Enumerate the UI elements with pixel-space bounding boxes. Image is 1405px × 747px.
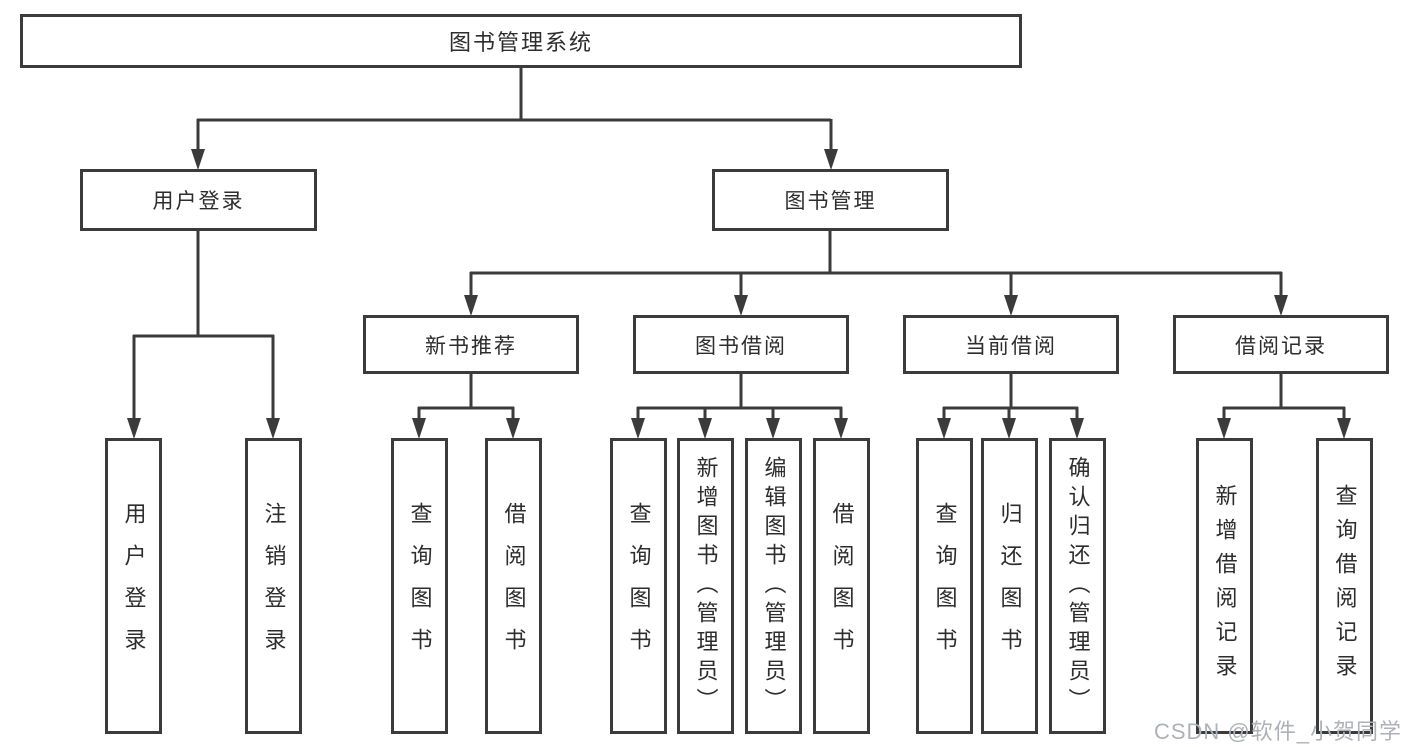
connector-new-book-branch (412, 374, 520, 439)
node-label: 借阅图书 (829, 502, 855, 670)
node-label: 注销登录 (261, 502, 287, 670)
node-new-book-recommend: 新书推荐 (363, 315, 579, 374)
node-label: 新书推荐 (425, 334, 517, 358)
leaf-query-books-current: 查询图书 (916, 438, 973, 734)
node-library-management-system: 图书管理系统 (20, 14, 1022, 68)
watermark: CSDN @软件_小贺同学 (1153, 719, 1402, 744)
arrowhead (412, 418, 426, 439)
node-label: 用户登录 (121, 502, 147, 670)
arrowhead (698, 418, 712, 439)
arrowhead (464, 295, 478, 316)
arrowhead (506, 418, 520, 439)
node-label: 查询借阅记录 (1332, 484, 1358, 688)
arrowhead (937, 418, 951, 439)
leaf-logout: 注销登录 (245, 438, 302, 734)
arrowhead (834, 418, 848, 439)
connector-book-management-branch (464, 231, 1288, 316)
connector-root-to-level2 (191, 68, 838, 170)
leaf-add-borrow-record: 新增借阅记录 (1196, 438, 1253, 734)
arrowhead (1070, 418, 1084, 439)
connector-book-borrow-branch (631, 374, 848, 439)
node-label: 确认归还（管理员） (1065, 455, 1091, 717)
arrowhead (1337, 418, 1351, 439)
node-label: 查询图书 (932, 502, 958, 670)
node-user-login-group: 用户登录 (80, 169, 317, 231)
arrowhead (1004, 295, 1018, 316)
node-label: 图书管理 (784, 190, 877, 213)
arrowhead (191, 149, 205, 170)
node-label: 查询图书 (626, 502, 652, 670)
node-label: 当前借阅 (965, 334, 1057, 358)
connector-borrow-records-branch (1217, 374, 1351, 439)
leaf-return-books: 归还图书 (981, 438, 1038, 734)
node-label: 借阅记录 (1235, 334, 1327, 358)
leaf-add-books-admin: 新增图书（管理员） (677, 438, 734, 734)
node-book-borrowing: 图书借阅 (633, 315, 849, 374)
node-label: 图书管理系统 (448, 30, 593, 55)
arrowhead (631, 418, 645, 439)
arrowhead (266, 418, 280, 439)
leaf-query-books-borrow: 查询图书 (610, 438, 667, 734)
leaf-borrow-books: 借阅图书 (813, 438, 870, 734)
node-label: 图书借阅 (695, 334, 787, 358)
node-borrow-records: 借阅记录 (1173, 315, 1389, 374)
connector-current-borrow-branch (937, 374, 1084, 439)
node-label: 借阅图书 (501, 502, 527, 670)
leaf-confirm-return-admin: 确认归还（管理员） (1049, 438, 1106, 734)
arrowhead (127, 418, 141, 439)
leaf-edit-books-admin: 编辑图书（管理员） (745, 438, 802, 734)
node-label: 新增图书（管理员） (693, 455, 719, 717)
node-label: 用户登录 (152, 190, 245, 213)
arrowhead (1217, 418, 1231, 439)
node-label: 查询图书 (407, 502, 433, 670)
node-label: 编辑图书（管理员） (761, 455, 787, 717)
node-label: 归还图书 (997, 502, 1023, 670)
arrowhead (1002, 418, 1016, 439)
leaf-query-borrow-record: 查询借阅记录 (1316, 438, 1373, 734)
connector-user-login-branch (127, 231, 280, 439)
arrowhead (734, 295, 748, 316)
leaf-query-books-recommend: 查询图书 (391, 438, 448, 734)
node-label: 新增借阅记录 (1212, 484, 1238, 688)
arrowhead (824, 149, 838, 170)
leaf-borrow-books-recommend: 借阅图书 (485, 438, 542, 734)
node-current-borrowing: 当前借阅 (903, 315, 1119, 374)
arrowhead (1274, 295, 1288, 316)
leaf-user-login: 用户登录 (105, 438, 162, 734)
node-book-management: 图书管理 (712, 169, 949, 231)
arrowhead (766, 418, 780, 439)
